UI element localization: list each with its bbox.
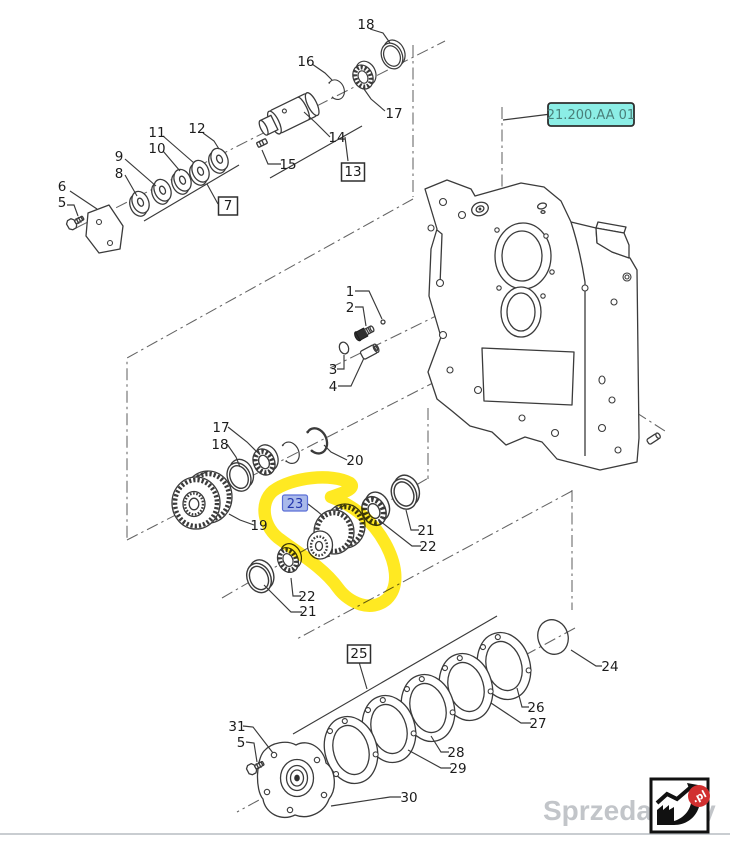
bearing-cup-21 (384, 470, 426, 514)
label-box-7 (217, 196, 239, 216)
part-label-2: 2 (346, 300, 355, 316)
plug-1 (380, 319, 386, 325)
set-screw-15 (256, 138, 268, 148)
sprzedajemy-logo-icon: .pl (649, 777, 710, 834)
part-label-5: 5 (237, 735, 246, 751)
part-label-30: 30 (400, 790, 417, 806)
part-label-22: 22 (298, 589, 315, 605)
part-label-16: 16 (297, 54, 314, 70)
part-label-27: 27 (529, 716, 546, 732)
highlight-marker (258, 471, 402, 612)
dowel-pin (646, 432, 661, 445)
part-label-21: 21 (417, 523, 434, 539)
gear-19 (171, 470, 233, 530)
part-label-6: 6 (58, 179, 67, 195)
part-label-18: 18 (211, 437, 228, 453)
o-ring-24 (537, 619, 569, 655)
gearbox-housing (424, 179, 640, 471)
part-label-22: 22 (419, 539, 436, 555)
part-label-20: 20 (346, 453, 363, 469)
sleeve-4 (359, 343, 380, 360)
label-box-21-200-AA-01[interactable] (547, 102, 635, 127)
label-box-13 (340, 162, 366, 182)
housing-bearing-boss (471, 201, 489, 217)
label-box-25 (346, 644, 372, 664)
o-ring-3 (338, 341, 350, 355)
part-label-13: 13 (344, 164, 361, 180)
snap-ring-20 (301, 423, 333, 458)
leader-lines (67, 28, 602, 807)
bolt-5 (64, 212, 87, 232)
label-box-23[interactable] (281, 494, 309, 512)
part-label-5: 5 (58, 195, 67, 211)
part-label-9: 9 (115, 149, 124, 165)
part-label-11: 11 (148, 125, 165, 141)
bearing-cup-21b (240, 555, 280, 598)
part-label-28: 28 (447, 745, 464, 761)
shaft-14 (258, 92, 320, 136)
part-label-15: 15 (279, 157, 296, 173)
cover-plate-6 (85, 204, 124, 254)
part-label-31: 31 (228, 719, 245, 735)
part-label-4: 4 (329, 379, 338, 395)
part-label-25: 25 (350, 646, 367, 662)
part-label-14: 14 (328, 130, 345, 146)
washer-8 (124, 187, 154, 220)
part-label-21-200-AA-01[interactable]: 21.200.AA 01 (547, 108, 635, 123)
part-label-17: 17 (212, 420, 229, 436)
retainer-ring (277, 438, 304, 467)
part-label-10: 10 (148, 141, 165, 157)
snap-ring-16 (324, 76, 348, 103)
part-label-1: 1 (346, 284, 355, 300)
part-label-23[interactable]: 23 (287, 497, 304, 512)
part-label-21: 21 (299, 604, 316, 620)
part-label-12: 12 (188, 121, 205, 137)
watermark: Sprzedajemy .pl (0, 777, 730, 835)
bearing-cover-30 (256, 741, 335, 819)
part-label-3: 3 (329, 362, 338, 378)
part-label-26: 26 (527, 700, 544, 716)
part-label-19: 19 (250, 518, 267, 534)
part-label-8: 8 (115, 166, 124, 182)
bearing-cup-18 (375, 35, 411, 73)
part-label-29: 29 (449, 761, 466, 777)
fitting-2 (354, 325, 375, 342)
part-label-24: 24 (601, 659, 618, 675)
part-label-18: 18 (357, 17, 374, 33)
part-label-7: 7 (224, 198, 233, 214)
part-label-17: 17 (385, 106, 402, 122)
